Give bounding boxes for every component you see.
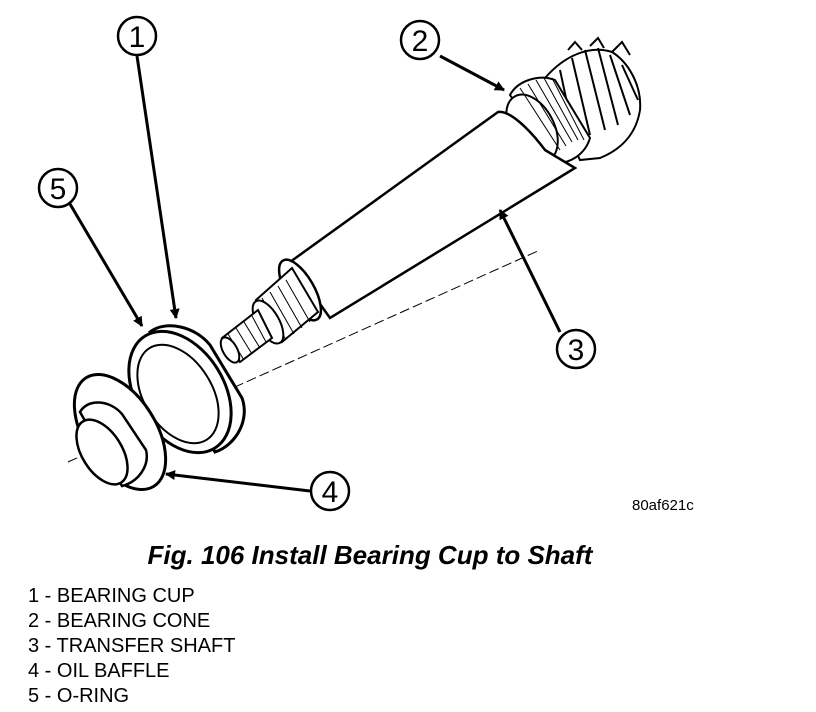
shaft-body — [277, 110, 578, 322]
legend-item: 1 - BEARING CUP — [28, 585, 195, 607]
callout-4-leader — [165, 470, 311, 493]
legend-item: 2 - BEARING CONE — [28, 610, 211, 632]
transfer-shaft-illustration — [219, 36, 642, 364]
threaded-tip — [219, 308, 274, 364]
callout-2-circle — [399, 19, 441, 61]
callout-3-circle — [555, 328, 597, 370]
callout-2-label: 2 — [412, 25, 429, 58]
parts-legend: 1 - BEARING CUP 2 - BEARING CONE 3 - TRA… — [28, 584, 235, 709]
exploded-diagram: 1 2 3 4 5 80af621c — [37, 15, 694, 514]
callout-1-circle — [116, 15, 158, 57]
callout-5-leader — [68, 203, 144, 327]
callout-2-leader — [439, 54, 505, 92]
legend-item: 4 - OIL BAFFLE — [28, 660, 170, 682]
image-code: 80af621c — [632, 497, 694, 514]
callout-5-circle — [37, 167, 79, 209]
callout-3-label: 3 — [568, 334, 585, 367]
spline-section — [251, 266, 320, 345]
figure-caption: Fig. 106 Install Bearing Cup to Shaft — [147, 540, 593, 570]
oil-baffle-part — [72, 372, 168, 492]
legend-item: 3 - TRANSFER SHAFT — [28, 635, 236, 657]
callout-1-leader — [135, 55, 180, 319]
callout-5-label: 5 — [50, 173, 67, 206]
callout-4-label: 4 — [322, 476, 339, 509]
legend-item: 5 - O-RING — [28, 685, 130, 707]
callout-3-leader — [498, 209, 562, 333]
callout-1-label: 1 — [129, 21, 146, 54]
callout-4-circle — [309, 470, 351, 512]
